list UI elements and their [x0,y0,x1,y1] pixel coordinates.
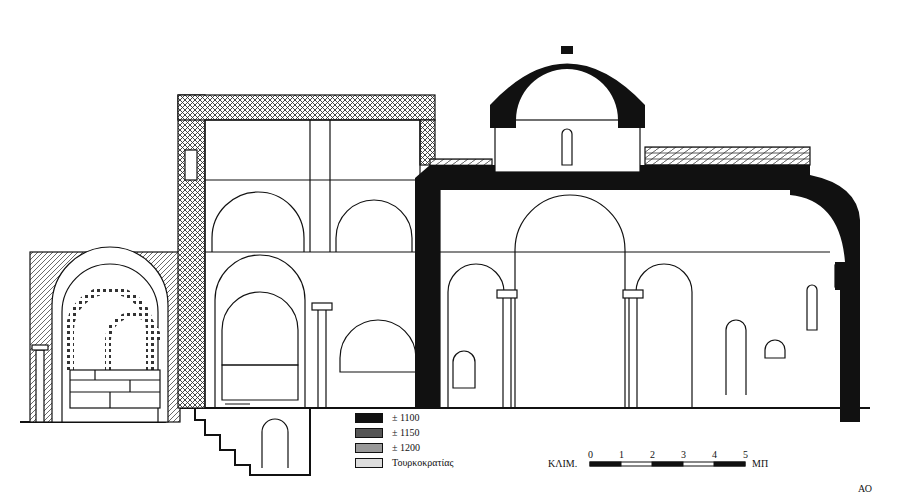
scale-number: 0 [588,450,593,460]
sheet-mark: ΑΟ [858,484,872,494]
legend-text: ± 1100 [392,413,420,423]
scale-number: 5 [743,450,748,460]
legend-swatch [355,413,383,423]
scale-number: 1 [619,450,624,460]
legend-swatch [355,458,383,468]
scale-number: 3 [681,450,686,460]
legend-swatch [355,443,383,453]
legend-swatch [355,428,383,438]
scale-number: 2 [650,450,655,460]
legend-text: Τουρκοκρατίας [392,458,453,468]
legend-text: ± 1200 [392,443,420,453]
scale-number: 4 [712,450,717,460]
drafter-monogram: ΜΠ [752,459,768,469]
legend-text: ± 1150 [392,428,420,438]
scale-caption: ΚΛΙΜ. [548,459,577,469]
